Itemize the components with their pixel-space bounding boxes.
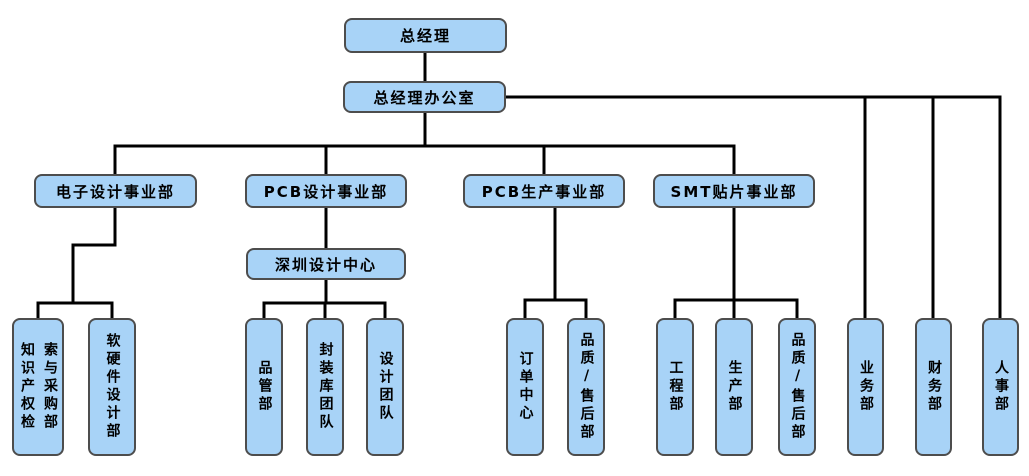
node-electronics-design-division: 电子设计事业部: [34, 174, 197, 208]
node-general-manager-office: 总经理办公室: [343, 81, 506, 113]
node-label: 品质/售后部: [578, 332, 595, 442]
node-finance-dept: 财务部: [915, 318, 952, 456]
node-pcb-design-division: PCB设计事业部: [245, 174, 407, 208]
node-label: 人事部: [993, 360, 1009, 414]
node-label: 电子设计事业部: [55, 182, 175, 201]
node-ip-search-procurement-dept: 知识产权检 索与采购部: [12, 318, 64, 456]
node-hr-dept: 人事部: [982, 318, 1019, 456]
node-engineering-dept: 工程部: [656, 318, 694, 456]
node-quality-aftersales-dept-pcb: 品质/售后部: [567, 318, 605, 456]
node-business-dept: 业务部: [847, 318, 884, 456]
node-general-manager: 总经理: [344, 18, 507, 53]
node-software-hardware-design-dept: 软硬件设计部: [88, 318, 136, 456]
node-label: 软硬件设计部: [104, 333, 121, 441]
node-label: 工程部: [667, 360, 684, 414]
node-label: 生产部: [726, 360, 743, 414]
node-label: 设计团队: [377, 351, 394, 423]
node-label: 封装库团队: [317, 342, 334, 432]
node-quality-aftersales-dept-smt: 品质/售后部: [778, 318, 816, 456]
node-smt-division: SMT贴片事业部: [653, 174, 815, 208]
node-package-library-team: 封装库团队: [306, 318, 344, 456]
node-pcb-production-division: PCB生产事业部: [463, 174, 625, 208]
node-order-center: 订单中心: [506, 318, 544, 456]
node-label: 深圳设计中心: [274, 255, 377, 274]
node-label: SMT贴片事业部: [670, 182, 798, 201]
node-label: PCB设计事业部: [263, 182, 389, 201]
node-label: 总经理: [399, 27, 451, 45]
node-label: 业务部: [858, 360, 874, 414]
node-label: 品质/售后部: [789, 332, 806, 442]
node-label: PCB生产事业部: [481, 182, 607, 201]
node-label: 订单中心: [517, 351, 534, 423]
node-quality-management-dept: 品管部: [245, 318, 283, 456]
node-label: 财务部: [926, 360, 942, 414]
node-label: 总经理办公室: [373, 88, 476, 107]
node-production-dept: 生产部: [715, 318, 753, 456]
node-label: 知识产权检 索与采购部: [19, 342, 58, 432]
node-design-team: 设计团队: [366, 318, 404, 456]
node-label: 品管部: [256, 360, 273, 414]
node-shenzhen-design-center: 深圳设计中心: [246, 248, 406, 280]
